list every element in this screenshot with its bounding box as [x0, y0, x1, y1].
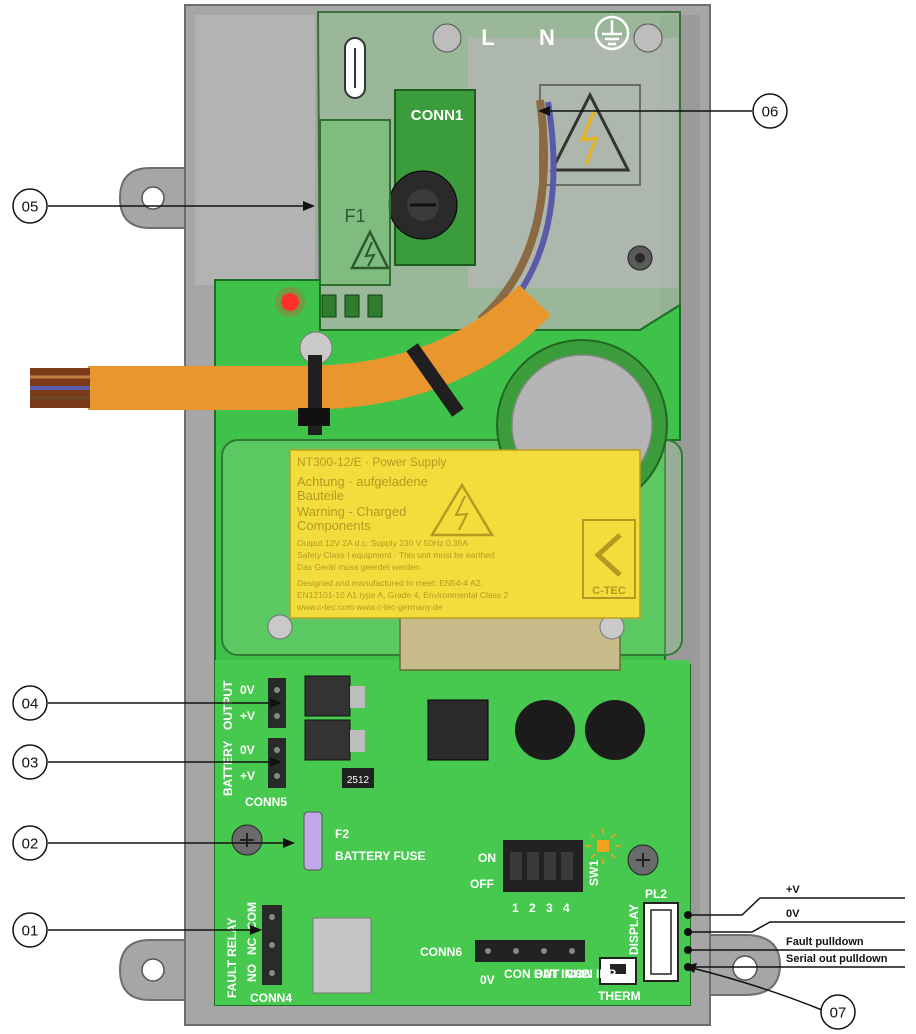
conn1-label: CONN1: [411, 107, 464, 124]
battery-fuse: [303, 811, 323, 871]
warning-label: NT300-12/E · Power Supply Achtung · aufg…: [289, 449, 641, 619]
display-wires: +V 0V Fault pulldown Serial out pulldown: [684, 884, 905, 971]
mains-neutral-label: N: [539, 25, 555, 50]
callout-05: [12, 188, 48, 224]
battery-fuse-label: BATTERY FUSE: [335, 849, 425, 863]
relay-no-label: NO: [245, 964, 259, 982]
switch-position-3: 3: [546, 901, 553, 915]
display-wire-fault-pulldown: Fault pulldown: [786, 936, 864, 948]
mains-cable: [30, 99, 557, 435]
battery-group-label: BATTERY: [221, 741, 235, 796]
pcb-labels: OUTPUT 0V +V BATTERY 0V +V CONN5 F2 BATT…: [221, 680, 667, 1005]
fuse-f1-label: F1: [344, 206, 365, 226]
mounting-hole-bottom-right: [732, 955, 758, 981]
warning-line-1: NT300-12/E · Power Supply: [297, 455, 446, 469]
warning-line-3: Bauteile: [297, 488, 344, 503]
switch-off-label: OFF: [470, 877, 494, 891]
battery-plus-v-label: +V: [240, 769, 255, 783]
conn4-label: CONN4: [250, 991, 292, 1005]
callout-03: [12, 744, 48, 780]
switch-position-2: 2: [529, 901, 536, 915]
callout-04: [12, 685, 48, 721]
callout-06: [752, 93, 788, 129]
switch-sw1-label: SW1: [587, 860, 601, 886]
mains-cover: L N CONN1 F1: [316, 11, 681, 331]
relay: [312, 917, 372, 994]
warning-line-6: Output 12V 2A d.c. Supply 230 V 50Hz 0.3…: [297, 538, 468, 548]
mains-live-label: L: [481, 25, 494, 50]
conn5-label: CONN5: [245, 795, 287, 809]
warning-line-2: Achtung · aufgeladene: [297, 474, 428, 489]
callouts: 05 06 04 03 02 01 07: [12, 93, 856, 1030]
callout-02: [12, 825, 48, 861]
output-group-label: OUTPUT: [221, 680, 235, 730]
battery-0v-label: 0V: [240, 743, 255, 757]
electric-hazard-icon: [549, 91, 631, 172]
inductor-1: [515, 700, 575, 760]
callout-01: [12, 912, 48, 948]
brand-label: C-TEC: [592, 585, 626, 597]
warning-line-8: Das Gerät muss geerdet werden: [297, 562, 420, 572]
relay-com-label: COM: [245, 902, 259, 930]
warning-line-4: Warning - Charged: [297, 504, 406, 519]
mounting-hole-top: [141, 186, 165, 210]
callout-06-label: 06: [762, 104, 779, 121]
callout-04-label: 04: [22, 696, 39, 713]
switch-position-1: 1: [512, 901, 519, 915]
warning-line-11: www.c-tec.com www.c-tec-germany.de: [296, 602, 443, 612]
conn6-pin-0v: 0V: [480, 973, 495, 987]
conn6-pin-con-out: CON OUT: [504, 967, 560, 981]
conn6-pin-con-inp: CON INP: [566, 967, 616, 981]
callout-05-label: 05: [22, 199, 39, 216]
output-0v-label: 0V: [240, 683, 255, 697]
pl2-label: PL2: [645, 887, 667, 901]
warning-line-5: Components: [297, 518, 371, 533]
relay-nc-label: NC: [245, 937, 259, 955]
warning-line-10: EN12101-10 A1 type A, Grade 4, Environme…: [297, 590, 508, 600]
earth-icon: [594, 15, 630, 51]
callout-07-label: 07: [830, 1005, 847, 1022]
conn6-header: [475, 940, 585, 962]
callout-02-label: 02: [22, 836, 39, 853]
switch-position-4: 4: [563, 901, 570, 915]
switch-on-label: ON: [478, 851, 496, 865]
callout-01-label: 01: [22, 923, 39, 940]
display-wire-plus-v: +V: [786, 884, 800, 896]
fault-relay-group-label: FAULT RELAY: [225, 917, 239, 998]
display-group-label: DISPLAY: [627, 904, 641, 955]
output-plus-v-label: +V: [240, 709, 255, 723]
part-2512-label: 2512: [347, 775, 370, 786]
therm-label: THERM: [598, 989, 641, 1003]
display-wire-serial-out-pulldown: Serial out pulldown: [786, 953, 888, 965]
cable-tie-right: [406, 343, 464, 417]
mounting-hole-bottom-left: [141, 958, 165, 982]
lower-components: 2512: [231, 675, 679, 994]
conn6-label: CONN6: [420, 945, 462, 959]
warning-line-7: Safety Class I equipment · This unit mus…: [297, 550, 495, 560]
inductor-2: [585, 700, 645, 760]
red-led-icon: [275, 287, 305, 317]
fuse-f2-label: F2: [335, 827, 349, 841]
callout-07: [820, 994, 856, 1030]
label-hazard-icon: [429, 482, 495, 537]
conn6-pin-bat-inhb: BAT INHB: [534, 967, 591, 981]
amber-led-icon: [585, 828, 621, 864]
transformer: [399, 609, 621, 671]
warning-line-9: Designed and manufactured to meet: EN54-…: [297, 578, 483, 588]
brand-logo: [582, 519, 636, 599]
display-wire-0v: 0V: [786, 908, 800, 920]
callout-03-label: 03: [22, 755, 39, 772]
